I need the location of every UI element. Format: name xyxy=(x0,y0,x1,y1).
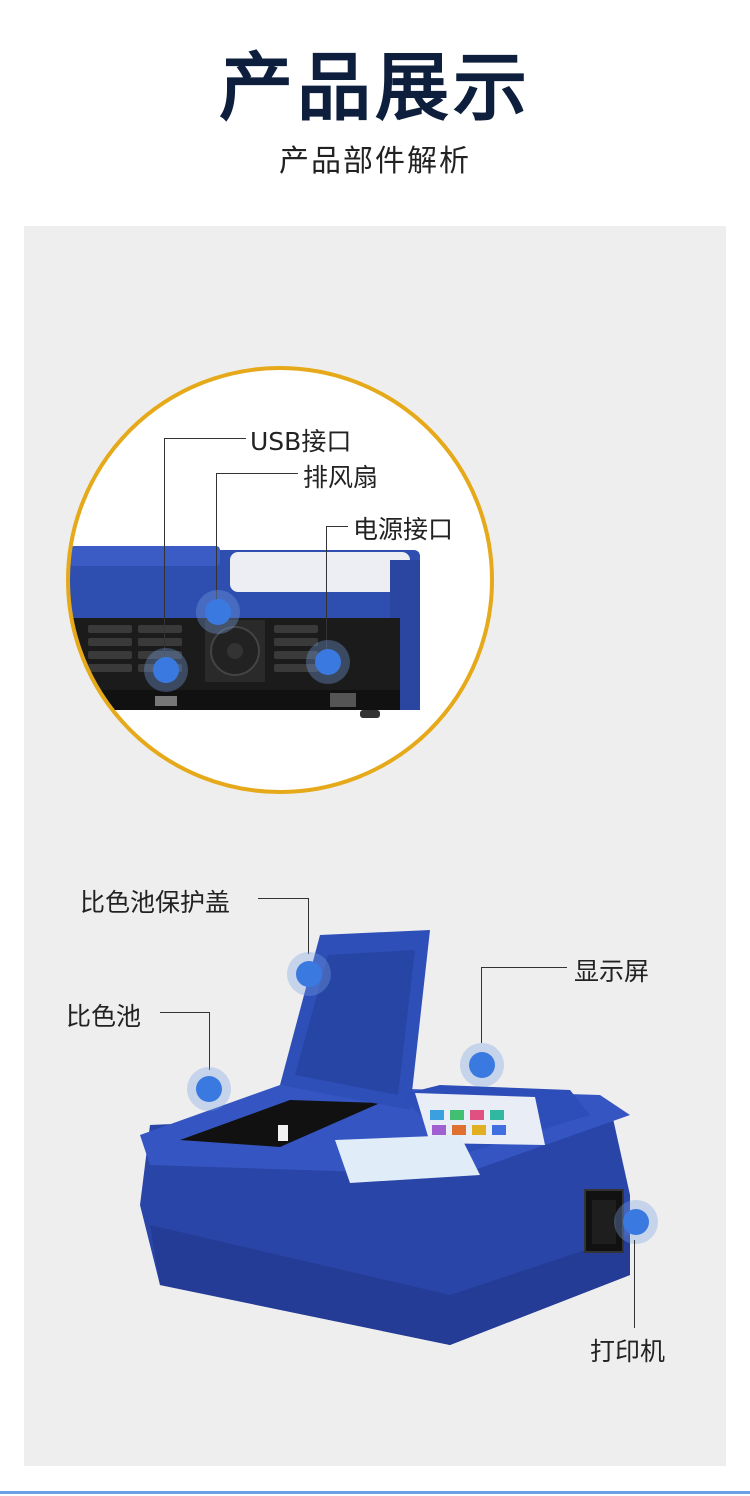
cuvette-cover-label: 比色池保护盖 xyxy=(80,888,231,917)
display-label: 显示屏 xyxy=(574,957,650,986)
power-callout-line-h xyxy=(326,526,348,527)
instrument-illustration xyxy=(140,930,630,1345)
printer-line-v xyxy=(634,1240,635,1328)
printer-label: 打印机 xyxy=(590,1337,666,1366)
power-port-label: 电源接口 xyxy=(353,515,454,544)
cuvette-line-v xyxy=(209,1012,210,1070)
cuvette-cover-marker xyxy=(287,952,331,996)
cuvette-cover-line-h xyxy=(258,898,308,899)
bottom-divider xyxy=(0,1491,750,1494)
display-line-v xyxy=(481,967,482,1043)
display-marker xyxy=(460,1043,504,1087)
fan-callout-line-h xyxy=(216,473,298,474)
fan-marker xyxy=(196,590,240,634)
usb-callout-line-v xyxy=(164,438,165,663)
cuvette-line-h xyxy=(160,1012,210,1013)
printer-marker xyxy=(614,1200,658,1244)
power-port-marker xyxy=(306,640,350,684)
power-callout-line-v xyxy=(326,526,327,658)
cuvette-cover-line-v xyxy=(308,898,309,954)
cuvette-marker xyxy=(187,1067,231,1111)
back-panel-zoom-illustration xyxy=(66,366,494,794)
fan-callout-line-v xyxy=(216,473,217,609)
cuvette-label: 比色池 xyxy=(66,1002,142,1031)
fan-label: 排风扇 xyxy=(303,463,379,492)
page-title: 产品展示 xyxy=(219,45,531,131)
usb-port-marker xyxy=(144,648,188,692)
usb-callout-line-h xyxy=(164,438,246,439)
usb-port-label: USB接口 xyxy=(250,427,352,456)
display-line-h xyxy=(481,967,567,968)
page-subtitle: 产品部件解析 xyxy=(279,144,471,179)
